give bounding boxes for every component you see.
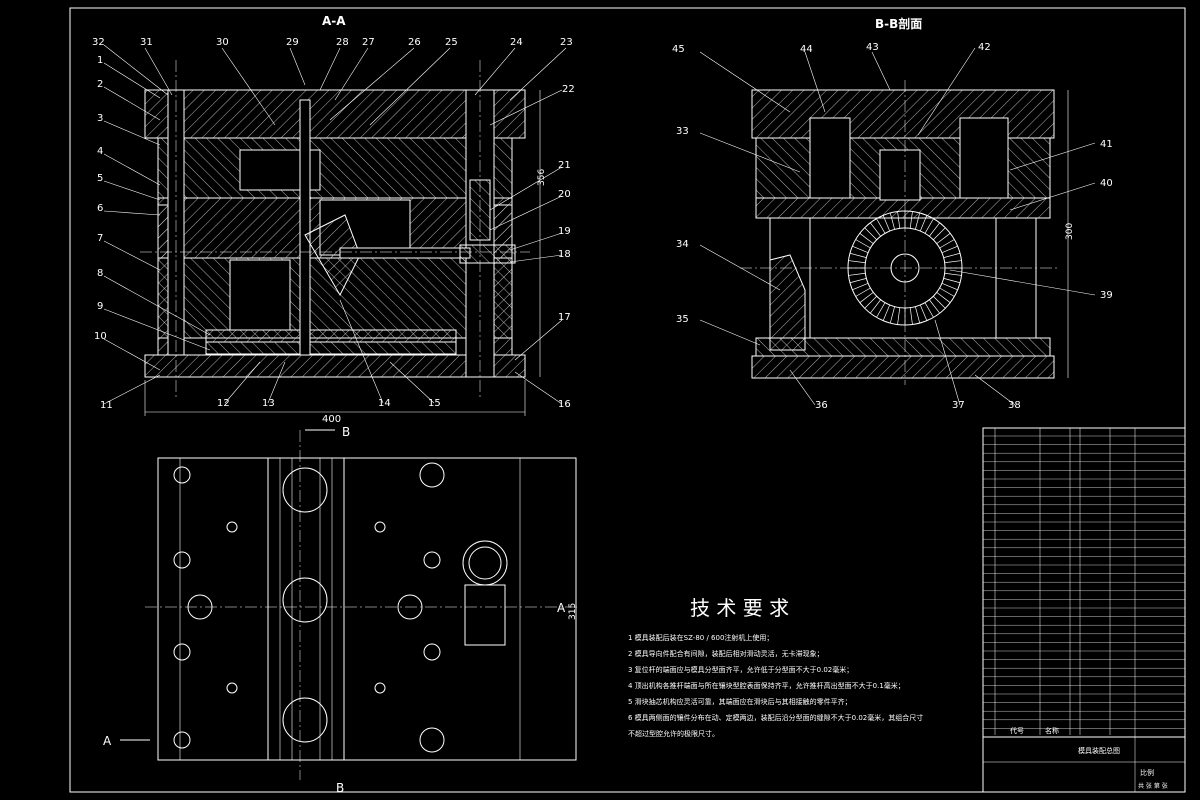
title-block-sheet: 共 张 第 张 <box>1138 782 1168 790</box>
part-22: 22 <box>562 84 575 95</box>
part-8: 8 <box>97 268 103 279</box>
part-11: 11 <box>100 400 113 411</box>
part-21: 21 <box>558 160 571 171</box>
part-7: 7 <box>97 233 103 244</box>
part-16: 16 <box>558 399 571 410</box>
part-42: 42 <box>978 42 991 53</box>
part-19: 19 <box>558 226 571 237</box>
part-17: 17 <box>558 312 571 323</box>
drawing-frame <box>69 7 1186 793</box>
cut-marker-b-top: B <box>342 425 350 439</box>
title-block-code-header: 代号 <box>1010 726 1024 735</box>
cut-marker-b-bottom: B <box>336 781 344 795</box>
part-29: 29 <box>286 37 299 48</box>
part-9: 9 <box>97 301 103 312</box>
plan-view: B B A A 315 <box>103 425 580 795</box>
title-block-drawing-name: 模具装配总图 <box>1078 746 1120 755</box>
part-5: 5 <box>97 173 103 184</box>
part-10: 10 <box>94 331 107 342</box>
bb-leaders <box>699 47 1096 406</box>
part-2: 2 <box>97 79 103 90</box>
dim-height-plan: 315 <box>568 603 578 620</box>
part-25: 25 <box>445 37 458 48</box>
part-41: 41 <box>1100 139 1113 150</box>
section-aa-title: A-A <box>322 14 346 28</box>
section-bb: B-B剖面 300 <box>740 16 1075 385</box>
tech-req-item: 不超过型腔允许的极限尺寸。 <box>628 729 719 738</box>
dim-height-aa: 356 <box>537 169 547 186</box>
bb-part-numbers: 45 44 43 42 33 41 40 34 39 35 36 37 38 <box>672 42 1113 411</box>
part-23: 23 <box>560 37 573 48</box>
part-31: 31 <box>140 37 153 48</box>
part-35: 35 <box>676 314 689 325</box>
part-45: 45 <box>672 44 685 55</box>
part-38: 38 <box>1008 400 1021 411</box>
tech-req-item: 5 滑块抽芯机构应灵活可靠，其端面应在滑块后与其相接触的零件平齐； <box>628 697 852 706</box>
part-30: 30 <box>216 37 229 48</box>
part-1: 1 <box>97 55 103 66</box>
tech-req-item: 3 复位杆的端面应与模具分型面齐平，允许低于分型面不大于0.02毫米； <box>628 665 853 674</box>
tech-req-item: 2 模具导向件配合有间隙，装配后相对滑动灵活，无卡滞现象； <box>628 649 824 658</box>
part-14: 14 <box>378 398 391 409</box>
tech-req-item: 4 顶出机构各推杆端面与所在镶块型腔表面保持齐平，允许推杆高出型面不大于0.1毫… <box>628 681 905 690</box>
part-44: 44 <box>800 44 813 55</box>
part-20: 20 <box>558 189 571 200</box>
part-43: 43 <box>866 42 879 53</box>
aa-leaders <box>103 44 567 405</box>
title-block-scale: 比例 <box>1140 768 1154 777</box>
part-13: 13 <box>262 398 275 409</box>
part-34: 34 <box>676 239 689 250</box>
part-33: 33 <box>676 126 689 137</box>
tech-req-item: 6 模具两侧面的镶件分布在动、定模两边，装配后沿分型面的缝隙不大于0.02毫米，… <box>628 713 923 722</box>
part-32: 32 <box>92 37 105 48</box>
title-block-name-header: 名称 <box>1045 726 1059 735</box>
part-37: 37 <box>952 400 965 411</box>
part-6: 6 <box>97 203 103 214</box>
technical-requirements: 技 术 要 求 1 模具装配后装在SZ-80 / 600注射机上使用； 2 模具… <box>628 596 923 738</box>
section-aa: A-A 40 <box>140 14 547 425</box>
cut-marker-a-left: A <box>103 734 112 748</box>
tech-req-title: 技 术 要 求 <box>690 596 789 620</box>
part-3: 3 <box>97 113 103 124</box>
part-4: 4 <box>97 146 103 157</box>
part-15: 15 <box>428 398 441 409</box>
dim-height-bb: 300 <box>1065 223 1075 240</box>
part-36: 36 <box>815 400 828 411</box>
part-40: 40 <box>1100 178 1113 189</box>
part-28: 28 <box>336 37 349 48</box>
part-24: 24 <box>510 37 523 48</box>
part-18: 18 <box>558 249 571 260</box>
part-27: 27 <box>362 37 375 48</box>
aa-part-numbers: 32 1 2 3 4 5 6 7 8 9 10 11 31 30 29 28 2… <box>92 37 575 411</box>
section-bb-title: B-B剖面 <box>875 16 922 31</box>
cut-marker-a-right: A <box>557 601 566 615</box>
part-39: 39 <box>1100 290 1113 301</box>
part-12: 12 <box>217 398 230 409</box>
dim-width-aa: 400 <box>322 414 341 425</box>
part-26: 26 <box>408 37 421 48</box>
parts-list-table: 代号 名称 模具装配总图 比例 共 张 第 张 <box>982 427 1186 793</box>
tech-req-item: 1 模具装配后装在SZ-80 / 600注射机上使用； <box>628 633 773 642</box>
